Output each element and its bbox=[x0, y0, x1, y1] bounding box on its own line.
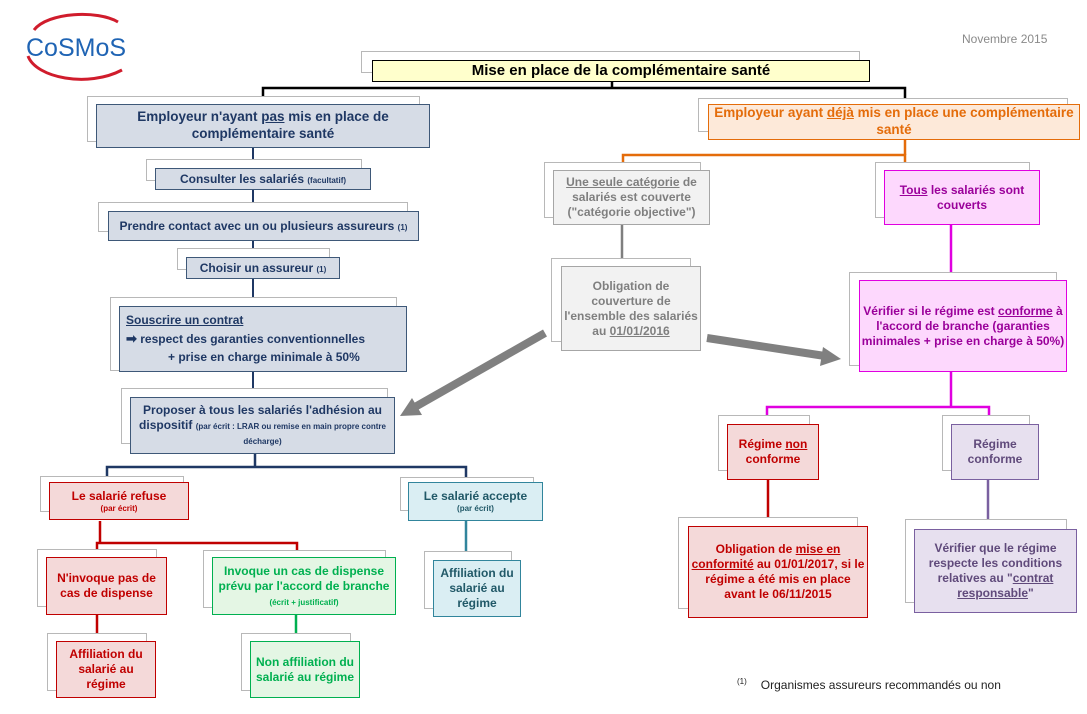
consult-employees-step: Consulter les salariés (facultatif) bbox=[155, 168, 371, 190]
choose-insurer-step: Choisir un assureur (1) bbox=[186, 257, 340, 279]
employee-accepts: Le salarié accepte(par écrit) bbox=[408, 482, 543, 521]
employer-without-header: Employeur n'ayant pas mis en place de co… bbox=[96, 104, 430, 148]
verify-compliance-box: Vérifier si le régime est conforme à l'a… bbox=[859, 280, 1067, 372]
non-compliant-regime: Régime non conforme bbox=[727, 424, 819, 480]
no-dispense-case: N'invoque pas de cas de dispense bbox=[46, 557, 167, 615]
page-title: Mise en place de la complémentaire santé bbox=[372, 60, 870, 82]
contact-insurers-step: Prendre contact avec un ou plusieurs ass… bbox=[108, 211, 419, 241]
coverage-obligation-box: Obligation de couverture de l'ensemble d… bbox=[561, 266, 701, 351]
logo-text: CoSMoS bbox=[26, 34, 126, 62]
compliance-obligation-box: Obligation de mise en conformité au 01/0… bbox=[688, 526, 868, 618]
footnote: (1)Organismes assureurs recommandés ou n… bbox=[737, 677, 1001, 692]
responsible-contract-box: Vérifier que le régime respecte les cond… bbox=[914, 529, 1077, 613]
affiliation-accept: Affiliation du salarié au régime bbox=[433, 560, 521, 617]
cosmos-logo: CoSMoS bbox=[18, 8, 133, 93]
right-arrow-icon: ➡ bbox=[126, 330, 137, 346]
non-affiliation: Non affiliation du salarié au régime bbox=[250, 641, 360, 698]
employee-refuses: Le salarié refuse(par écrit) bbox=[49, 482, 189, 520]
compliant-regime: Régime conforme bbox=[951, 424, 1039, 480]
propose-adhesion-step: Proposer à tous les salariés l'adhésion … bbox=[130, 397, 395, 454]
employer-with-header: Employeur ayant déjà mis en place une co… bbox=[708, 104, 1080, 140]
subscribe-contract-step: Souscrire un contrat ➡ respect des garan… bbox=[119, 306, 407, 372]
affiliation-no-dispense: Affiliation du salarié au régime bbox=[56, 641, 156, 698]
all-employees-box: Tous les salariés sont couverts bbox=[884, 170, 1040, 225]
subscribe-contract-title: Souscrire un contrat bbox=[126, 312, 244, 327]
dispense-case: Invoque un cas de dispense prévu par l'a… bbox=[212, 557, 396, 615]
document-date: Novembre 2015 bbox=[962, 32, 1048, 46]
single-category-box: Une seule catégorie de salariés est couv… bbox=[553, 170, 710, 225]
